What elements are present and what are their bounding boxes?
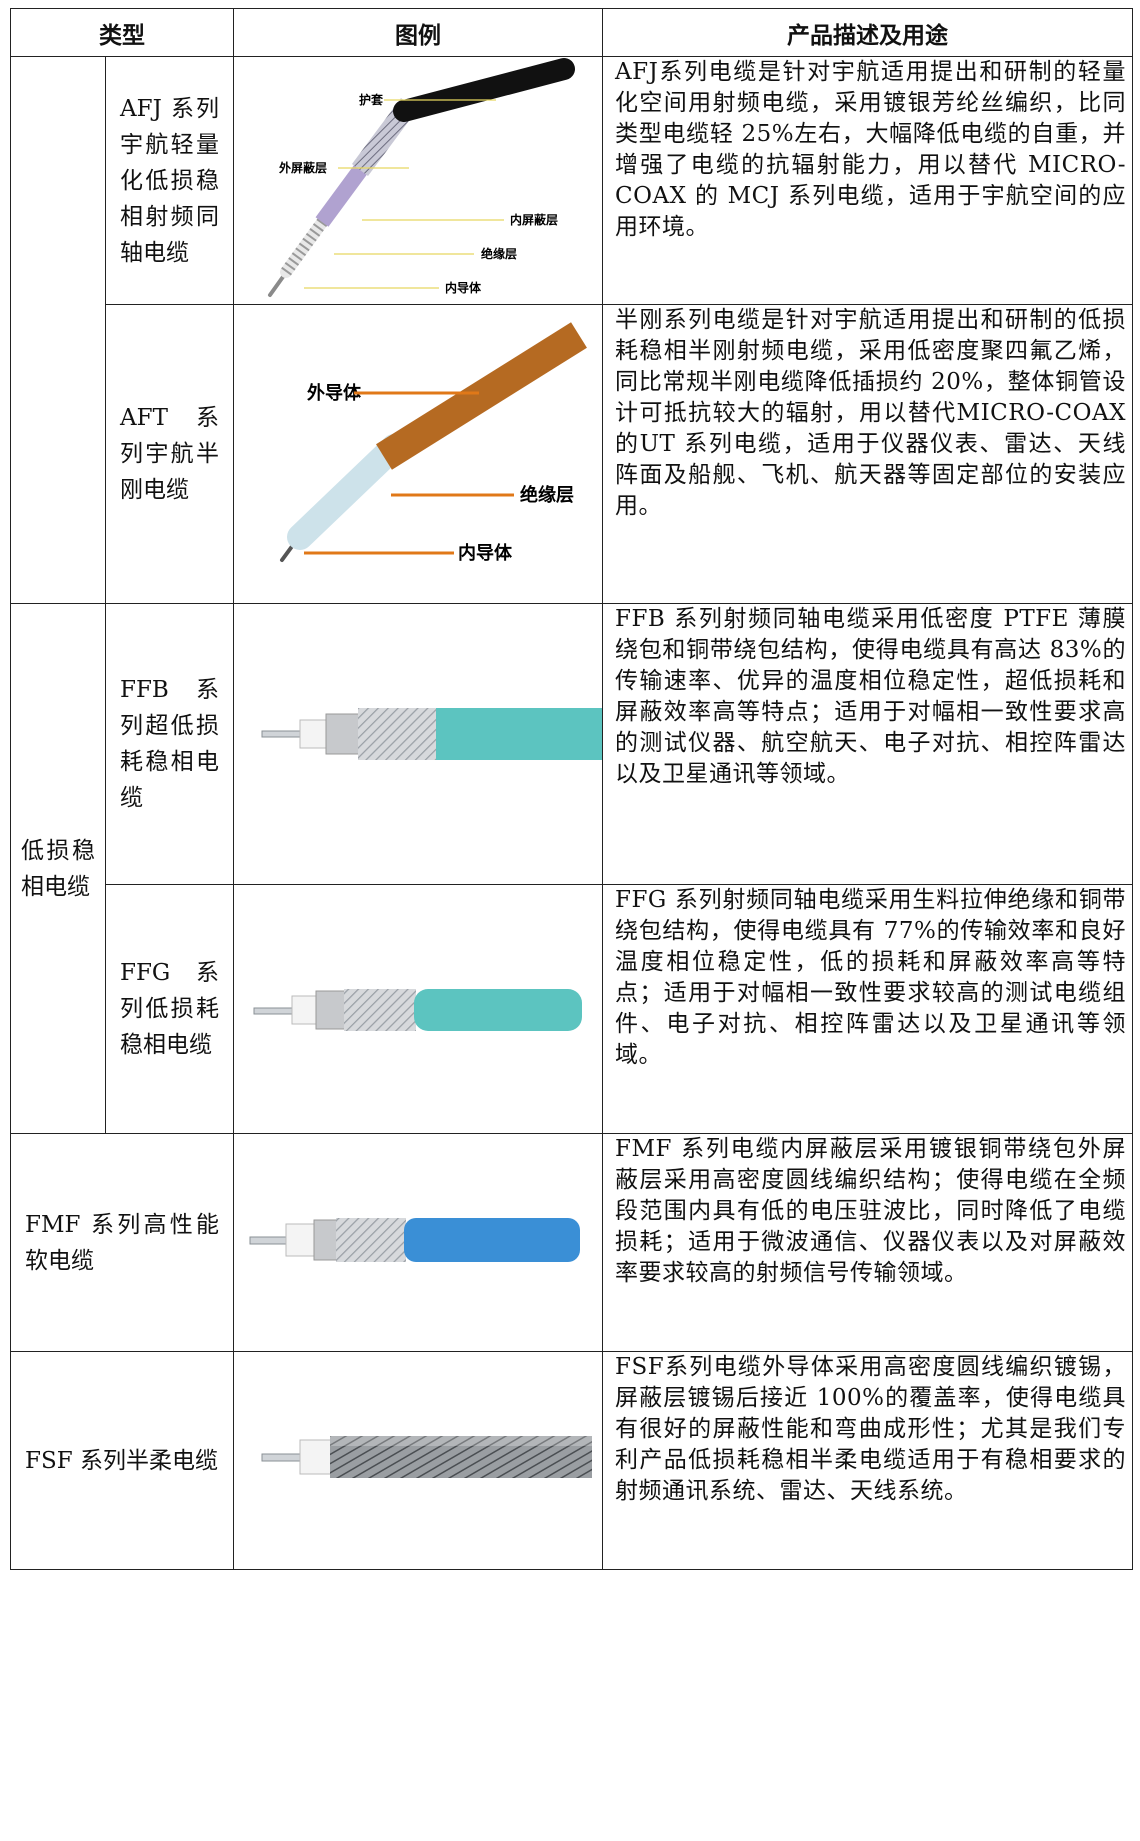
outer-shield-shape — [336, 1218, 406, 1262]
inner-shield-shape — [315, 990, 347, 1030]
cable-figure-aft: 外导体 绝缘层 内导体 — [233, 304, 603, 604]
outer-shield-shape — [358, 708, 438, 760]
jacket-shape — [404, 1218, 580, 1262]
label-jacket: 护套 — [359, 92, 384, 107]
jacket-shape — [436, 708, 602, 760]
product-table: 类型 图例 产品描述及用途 AFJ 系列宇航轻量化低损稳相射频同轴电缆 — [10, 8, 1133, 1570]
cable-description: AFJ系列电缆是针对宇航适用提出和研制的轻量化空间用射频电缆，采用镀银芳纶丝编织… — [602, 56, 1133, 305]
header-type: 类型 — [10, 8, 234, 57]
empty-category-cell — [10, 56, 106, 604]
cable-description: 半刚系列电缆是针对宇航适用提出和研制的低损耗稳相半刚射频电缆，采用低密度聚四氟乙… — [602, 304, 1133, 604]
header-row: 类型 图例 产品描述及用途 — [10, 8, 1133, 57]
cable-type-name: FFG 系列低损耗稳相电缆 — [105, 884, 234, 1134]
insulation-shape — [280, 211, 332, 278]
insulation-shape — [299, 1439, 333, 1475]
cable-figure-ffg — [233, 884, 603, 1134]
insulation-shape — [291, 995, 319, 1025]
cable-description: FMF 系列电缆内屏蔽层采用镀银铜带绕包外屏蔽层采用高密度圆线编织结构；使得电缆… — [602, 1133, 1133, 1352]
outer-shield-shape — [344, 989, 416, 1031]
insulation-shape — [287, 434, 407, 550]
cable-type-name: FSF 系列半柔电缆 — [10, 1351, 234, 1570]
table-row: AFJ 系列宇航轻量化低损稳相射频同轴电缆 — [10, 56, 1133, 604]
cable-figure-afj: 护套 外屏蔽层 内屏蔽层 绝缘层 内导体 — [233, 56, 603, 305]
table-row: FFG 系列低损耗稳相电缆 FFG 系列射频同轴电缆采用生料拉伸绝缘和铜带绕包结… — [11, 884, 1133, 1134]
jacket-shape — [393, 58, 575, 122]
cable-type-name: FMF 系列高性能软电缆 — [10, 1133, 234, 1352]
inner-conductor-shape — [253, 1007, 295, 1015]
label-outer-shield: 外屏蔽层 — [279, 160, 327, 175]
cable-type-name: FFB 系列超低损耗稳相电缆 — [105, 603, 234, 885]
inner-shield-shape — [313, 1219, 339, 1261]
label-insulation: 绝缘层 — [481, 246, 517, 261]
afj-cable-diagram: 护套 外屏蔽层 内屏蔽层 绝缘层 内导体 — [268, 58, 575, 297]
jacket-shape — [414, 989, 582, 1031]
cable-figure-ffb — [233, 603, 603, 885]
inner-conductor-shape — [261, 730, 303, 738]
cable-description: FSF系列电缆外导体采用高密度圆线编织镀锡，屏蔽层镀锡后接近 100%的覆盖率，… — [602, 1351, 1133, 1570]
cable-description: FFB 系列射频同轴电缆采用低密度 PTFE 薄膜绕包和铜带绕包结构，使得电缆具… — [602, 603, 1133, 885]
header-desc: 产品描述及用途 — [602, 8, 1133, 57]
label-inner-conductor: 内导体 — [445, 280, 482, 295]
insulation-shape — [299, 719, 329, 749]
table-row: FMF 系列高性能软电缆 FMF 系列电缆内屏蔽层采用镀银铜带绕包外屏蔽层采用高… — [10, 1133, 1133, 1352]
ffb-cable-diagram — [261, 708, 602, 760]
table-row: FSF 系列半柔电缆 FSF系列电缆外导体采用高密度圆线编织镀锡，屏蔽层镀锡后接… — [10, 1351, 1133, 1570]
aft-cable-diagram: 外导体 绝缘层 内导体 — [280, 322, 587, 564]
header-figure: 图例 — [233, 8, 603, 57]
cable-description: FFG 系列射频同轴电缆采用生料拉伸绝缘和铜带绕包结构，使得电缆具有 77%的传… — [602, 884, 1133, 1134]
label-outer-conductor: 外导体 — [307, 382, 362, 404]
category-low-loss: 低损稳相电缆 — [10, 603, 106, 1134]
outer-conductor-shape — [330, 1436, 592, 1478]
cable-type-name: AFJ 系列宇航轻量化低损稳相射频同轴电缆 — [105, 56, 234, 305]
label-insulation: 绝缘层 — [520, 484, 574, 506]
table-row: AFT 系列宇航半刚电缆 外导体 绝缘层 内导体 半刚系列电缆是针对宇航适用提出… — [11, 304, 1133, 604]
cable-figure-fmf — [233, 1133, 603, 1352]
fmf-cable-diagram — [249, 1218, 580, 1262]
ffg-cable-diagram — [253, 989, 582, 1031]
cable-figure-fsf — [233, 1351, 603, 1570]
fsf-cable-diagram — [261, 1436, 592, 1478]
table-row: 低损稳相电缆 FFB 系列超低损耗稳相电缆 FFB 系列射频同轴电缆采用低密度 … — [10, 603, 1133, 1134]
label-inner-shield: 内屏蔽层 — [510, 212, 558, 227]
inner-shield-shape — [315, 160, 371, 227]
inner-shield-shape — [325, 713, 361, 755]
insulation-shape — [285, 1223, 317, 1257]
outer-conductor-shape — [376, 322, 587, 470]
inner-conductor-shape — [261, 1453, 303, 1462]
label-inner-conductor: 内导体 — [458, 542, 513, 564]
cable-type-name: AFT 系列宇航半刚电缆 — [105, 304, 234, 604]
inner-conductor-shape — [249, 1236, 289, 1245]
